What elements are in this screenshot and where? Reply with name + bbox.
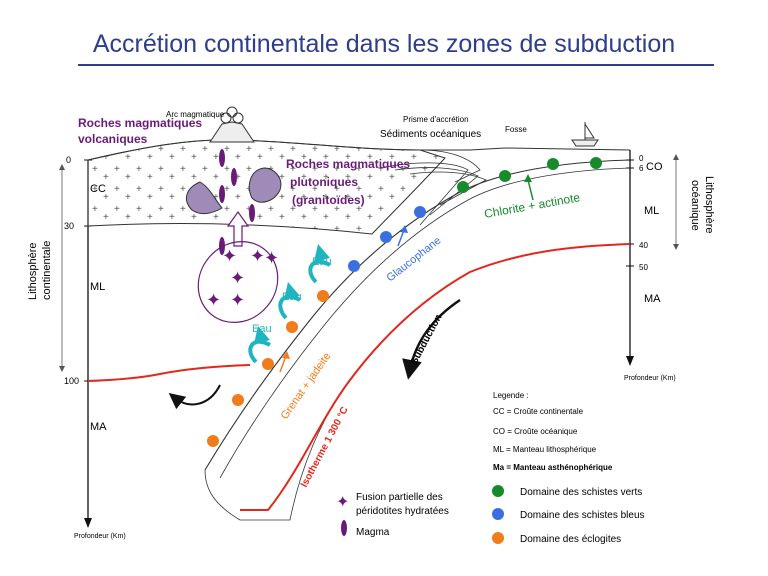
blue-schist-dot xyxy=(380,231,392,243)
magma-legend-icon xyxy=(341,520,347,536)
cc-label: CC xyxy=(90,183,106,195)
volcanic-label-2: volcaniques xyxy=(78,132,148,146)
title-underline xyxy=(78,64,714,66)
legend-blue-dot xyxy=(492,508,504,520)
co-label: CO xyxy=(646,161,663,173)
eau-label-2: Eau xyxy=(282,291,302,303)
rdepth-0: 0 xyxy=(639,154,644,163)
magma-drop xyxy=(219,149,225,167)
ml-label: ML xyxy=(90,281,105,293)
right-axis-arrowhead xyxy=(626,356,634,366)
accretion-prism xyxy=(379,162,487,226)
depth-0-label: 0 xyxy=(66,155,71,165)
magma-drop xyxy=(231,168,237,186)
eclogite-dot xyxy=(286,321,298,333)
legend-ma: Ma = Manteau asthénophérique xyxy=(493,463,613,472)
left-axis-arrowhead xyxy=(84,518,92,528)
subduction-arrow xyxy=(402,298,461,380)
subduction-label: Subduction xyxy=(409,313,445,367)
granitoid-body xyxy=(248,167,282,203)
eclogite-dot xyxy=(232,394,244,406)
eau-label-1: Eau xyxy=(312,256,332,268)
legend-verts: Domaine des schistes verts xyxy=(520,487,642,498)
sediments-label: Sédiments océaniques xyxy=(380,129,481,140)
svg-text:✦: ✦ xyxy=(222,246,237,266)
blue-schist-dot xyxy=(348,260,360,272)
green-schist-dot xyxy=(457,181,469,193)
glaucophane-label: Glaucophane xyxy=(384,235,443,285)
legend-heading: Legende : xyxy=(493,391,529,400)
litho-cont-label-1: Lithosphère xyxy=(27,243,39,301)
profondeur-right: Profondeur (Km) xyxy=(624,375,676,382)
ml-right-label: ML xyxy=(644,205,659,217)
green-schist-dot xyxy=(590,157,602,169)
prisme-label: Prisme d'accrétion xyxy=(403,115,469,124)
oceanic-crust-top xyxy=(204,159,631,471)
eclogite-dot xyxy=(262,358,274,370)
legend-ml: ML = Manteau lithosphérique xyxy=(493,445,597,454)
oceanic-crust-bottom xyxy=(219,167,631,479)
litho-ocea-label-2: océanique xyxy=(689,180,701,231)
water-arrow xyxy=(308,259,331,284)
legend-co: CO = Croûte océanique xyxy=(493,427,578,436)
legend-green-dot xyxy=(492,485,504,497)
volcano xyxy=(209,121,255,143)
svg-text:✦: ✦ xyxy=(230,268,245,288)
legend-orange-dot xyxy=(492,532,504,544)
depth-30-label: 30 xyxy=(64,221,74,231)
magma-drop xyxy=(249,204,255,222)
arc-label: Arc magmatique xyxy=(166,110,225,119)
magma-drop xyxy=(219,185,225,203)
volcanic-label-1: Roches magmatiques xyxy=(78,116,202,130)
legend-magma: Magma xyxy=(356,527,390,538)
plutonic-label-1: Roches magmatiques xyxy=(286,157,410,171)
svg-text:✦: ✦ xyxy=(230,290,245,310)
green-schist-dot xyxy=(547,158,559,170)
svg-text:✦: ✦ xyxy=(250,246,265,266)
litho-cont-label-2: continentale xyxy=(41,241,53,300)
legend-fusion-1: Fusion partielle des xyxy=(356,492,443,503)
granitoid-body xyxy=(185,181,223,215)
boat xyxy=(571,139,599,147)
partial-melting-zone xyxy=(197,241,279,323)
profondeur-left: Profondeur (Km) xyxy=(74,533,126,540)
eclogite-dot xyxy=(207,435,219,447)
ascent-arrow xyxy=(226,210,250,247)
grenat-label: Grenat + jadeite xyxy=(279,350,334,421)
water-arrow xyxy=(278,294,301,320)
legend-bleus: Domaine des schistes bleus xyxy=(520,510,645,521)
svg-text:✦: ✦ xyxy=(206,290,221,310)
lithosphere-base-line xyxy=(87,364,251,382)
green-schist-dot xyxy=(499,170,511,182)
ma-label: MA xyxy=(90,421,107,433)
fosse-label: Fosse xyxy=(505,125,527,134)
eau-label-3: Eau xyxy=(252,323,272,335)
fusion-star-icon: ✦ xyxy=(336,494,349,511)
plutonic-label-2: plutoniques xyxy=(290,175,358,189)
legend-eclogites: Domaine des éclogites xyxy=(520,534,621,545)
blue-schist-dot xyxy=(414,206,426,218)
litho-ocea-label-1: Lithosphère xyxy=(703,176,715,234)
isotherm-line xyxy=(240,243,631,511)
depth-100-label: 100 xyxy=(64,376,79,386)
plutonic-label-3: (granitoïdes) xyxy=(292,193,365,207)
svg-text:✦: ✦ xyxy=(264,248,279,268)
rdepth-6: 6 xyxy=(639,164,644,173)
eclogite-dot xyxy=(317,290,329,302)
sea-surface xyxy=(504,147,631,151)
ma-right-label: MA xyxy=(644,293,661,305)
page-title: Accrétion continentale dans les zones de… xyxy=(92,30,676,58)
melt-stars: ✦ ✦ ✦ ✦ ✦ ✦ xyxy=(206,246,279,310)
slab-base xyxy=(204,243,631,521)
rdepth-40: 40 xyxy=(639,241,648,250)
legend-cc: CC = Croûte continentale xyxy=(493,407,584,416)
legend-fusion-2: péridotites hydratées xyxy=(356,506,449,517)
water-arrow xyxy=(248,339,271,364)
rdepth-50: 50 xyxy=(639,263,648,272)
mantle-flow-arrow xyxy=(168,384,221,410)
